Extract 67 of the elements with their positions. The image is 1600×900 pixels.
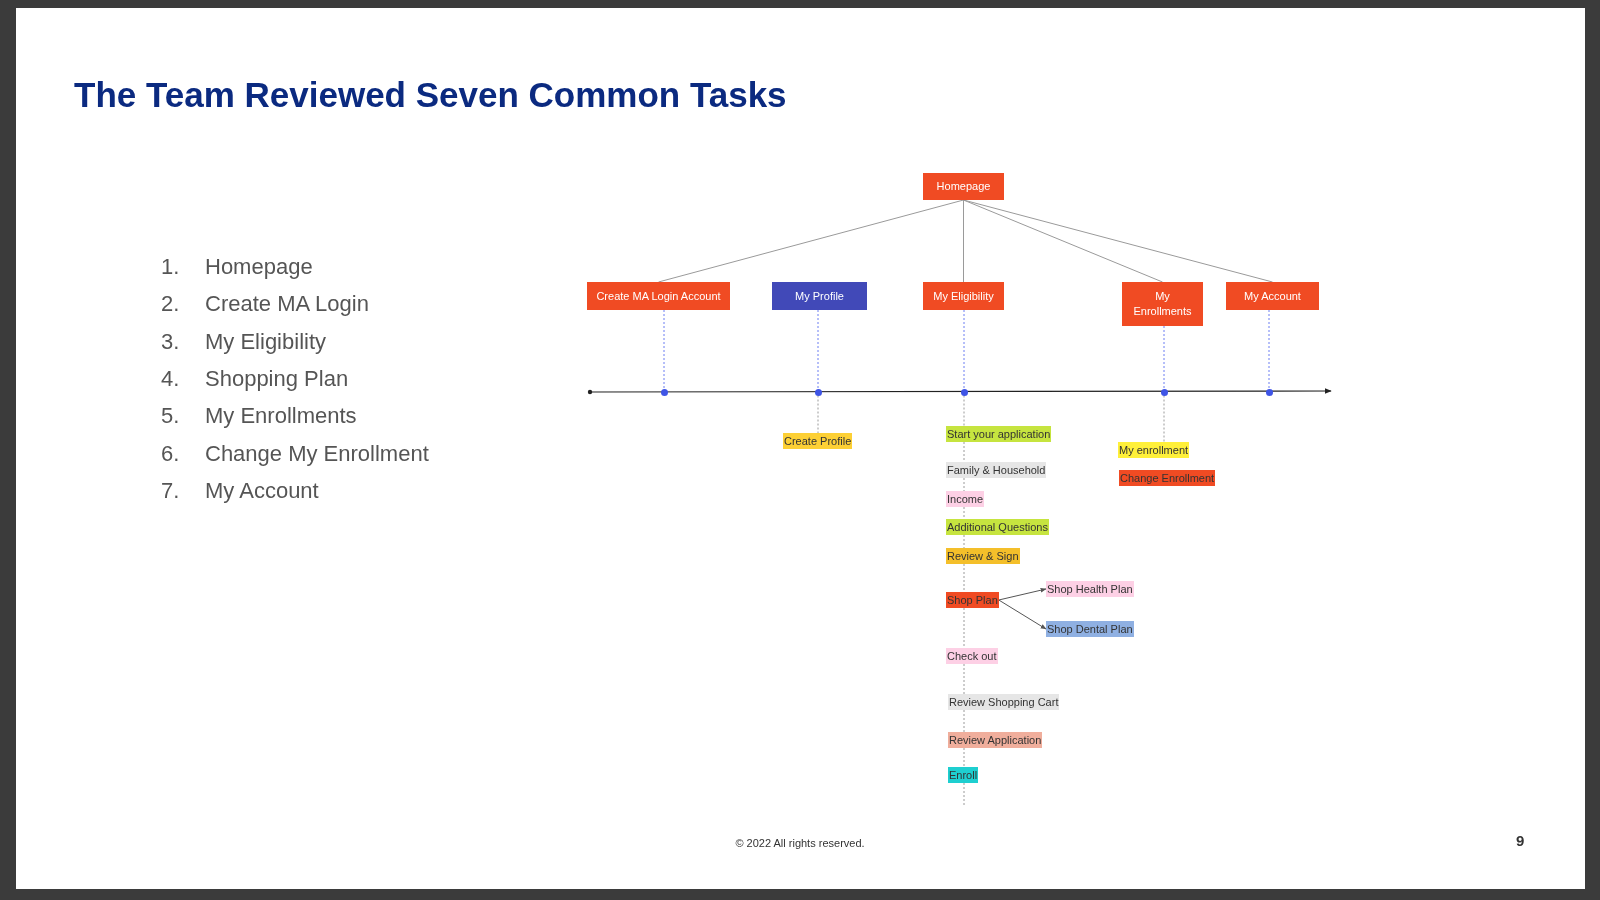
dotted-line [1163, 325, 1165, 389]
dotted-line [817, 395, 819, 434]
dotted-line [963, 309, 965, 389]
list-item: My Enrollments [205, 403, 357, 429]
dotted-line [963, 477, 965, 492]
list-number: 2. [161, 291, 180, 317]
task-step: Check out [946, 648, 998, 664]
task-step: Family & Household [946, 462, 1047, 478]
timeline-dot [1265, 388, 1273, 396]
page-box: My Account [1226, 282, 1319, 310]
page-box: My Enrollments [1122, 282, 1203, 326]
dotted-line [963, 534, 965, 549]
task-step: Shop Health Plan [1046, 581, 1134, 597]
task-step: Additional Questions [946, 519, 1049, 535]
list-number: 5. [161, 403, 180, 429]
page-number: 9 [1516, 832, 1525, 850]
dotted-line [1163, 395, 1165, 443]
list-number: 3. [161, 329, 180, 355]
dotted-line [963, 782, 965, 806]
timeline-dot [960, 388, 968, 396]
arrow [998, 599, 1047, 630]
list-item: My Account [205, 478, 319, 504]
list-item: Shopping Plan [205, 366, 349, 392]
list-item: Change My Enrollment [205, 441, 429, 467]
list-number: 1. [161, 254, 180, 280]
page-box: My Profile [772, 282, 867, 310]
task-step: Shop Plan [946, 592, 999, 608]
connector-line [963, 199, 1163, 283]
dotted-line [963, 709, 965, 733]
timeline-dot [660, 388, 668, 396]
dotted-line [1268, 309, 1270, 389]
dotted-line [963, 441, 965, 463]
dotted-line [963, 563, 965, 593]
task-step: My enrollment [1118, 442, 1190, 458]
timeline-dot [814, 388, 822, 396]
task-step: Review & Sign [946, 548, 1020, 564]
dotted-line [963, 607, 965, 649]
connector-line [658, 199, 964, 283]
list-number: 4. [161, 366, 180, 392]
dotted-line [817, 309, 819, 389]
connector-line [963, 199, 964, 283]
list-item: My Eligibility [205, 329, 327, 355]
page-box: My Eligibility [923, 282, 1004, 310]
task-step: Review Application [948, 732, 1043, 748]
dotted-line [963, 395, 965, 427]
arrow [998, 587, 1047, 601]
task-step: Shop Dental Plan [1046, 621, 1134, 637]
dotted-line [963, 506, 965, 520]
list-number: 7. [161, 478, 180, 504]
connector-line [963, 199, 1273, 283]
copyright-notice: © 2022 All rights reserved. [735, 836, 865, 850]
dotted-line [963, 663, 965, 695]
task-step: Change Enrollment [1119, 470, 1216, 486]
dotted-line [963, 747, 965, 768]
list-number: 6. [161, 441, 180, 467]
task-step: Review Shopping Cart [948, 694, 1060, 710]
page-box: Homepage [923, 173, 1004, 200]
task-step: Income [946, 491, 985, 507]
page-box: Create MA Login Account [587, 282, 730, 310]
dotted-line [663, 309, 665, 389]
task-step: Create Profile [783, 433, 853, 449]
list-item: Homepage [205, 254, 313, 280]
list-item: Create MA Login [205, 291, 369, 317]
task-step: Start your application [946, 426, 1052, 442]
task-step: Enroll [948, 767, 979, 783]
timeline-dot [1160, 388, 1168, 396]
slide-title: The Team Reviewed Seven Common Tasks [74, 75, 787, 115]
